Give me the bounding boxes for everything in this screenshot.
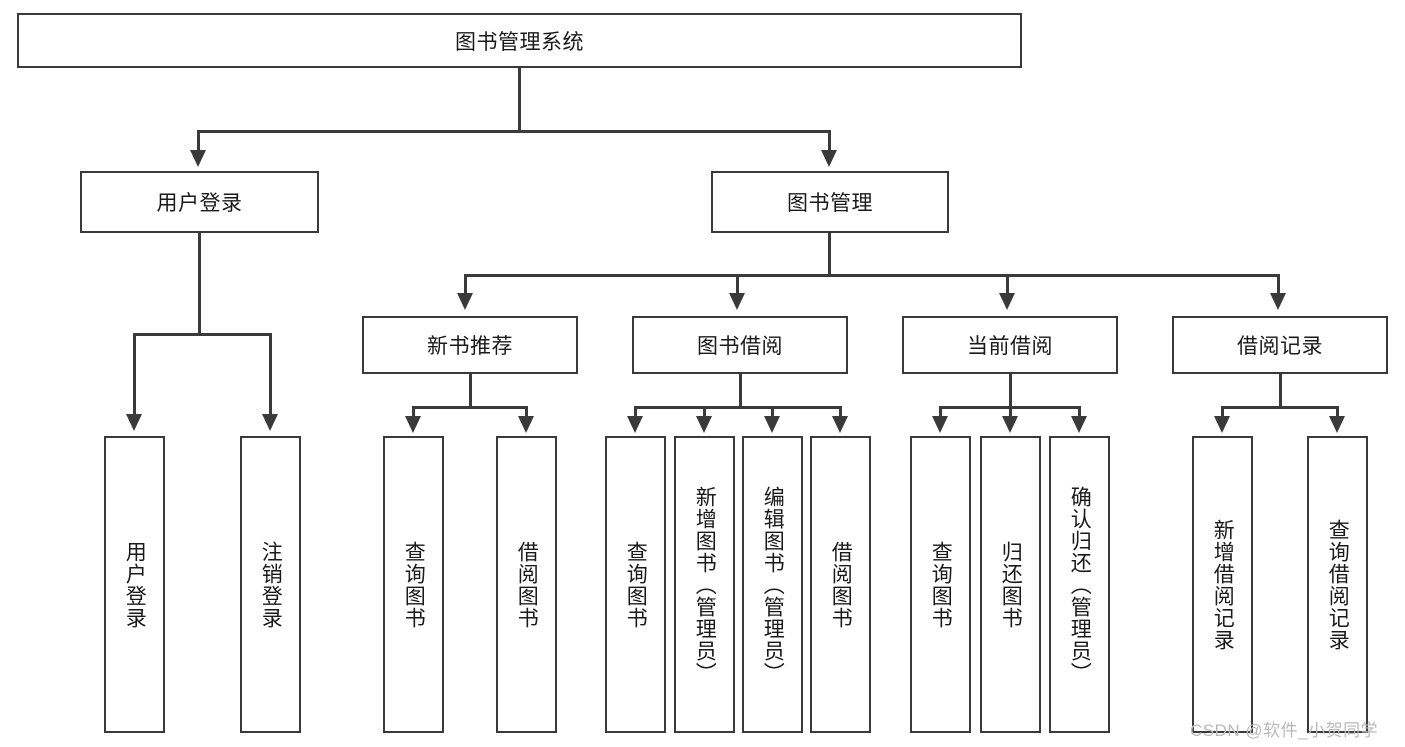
node-root-label: 图书管理系统 — [455, 30, 584, 54]
node-book-borrow-label: 图书借阅 — [697, 335, 783, 358]
connector-root-to-user-login — [197, 130, 200, 155]
connector-to-current-borrow — [1006, 274, 1009, 296]
node-leaf-query-borrow-record[interactable]: 查询借阅记录 — [1307, 436, 1368, 733]
connector-user-login-right — [269, 333, 272, 418]
arrowhead-leaf-query-book-1 — [405, 416, 421, 433]
connector-nbr-right — [525, 406, 528, 420]
node-leaf-edit-book-label: 编辑图书（管理员） — [761, 485, 785, 684]
connector-to-book-borrow — [736, 274, 739, 296]
connector-book-management-bar — [464, 274, 1280, 277]
node-leaf-user-login[interactable]: 用户登录 — [104, 436, 165, 733]
arrowhead-leaf-add-borrow-record — [1214, 416, 1230, 433]
node-leaf-borrow-book-2-label: 借阅图书 — [829, 540, 853, 629]
node-leaf-edit-book[interactable]: 编辑图书（管理员） — [742, 436, 803, 733]
node-leaf-logout-login[interactable]: 注销登录 — [240, 436, 301, 733]
connector-book-borrow-bar — [634, 406, 842, 409]
node-leaf-query-borrow-record-label: 查询借阅记录 — [1326, 518, 1350, 651]
connector-cb-1 — [939, 406, 942, 420]
node-leaf-query-book-2-label: 查询图书 — [624, 540, 648, 629]
connector-br-left — [1221, 406, 1224, 420]
node-leaf-confirm-return-label: 确认归还（管理员） — [1068, 485, 1092, 684]
node-leaf-query-book-3[interactable]: 查询图书 — [910, 436, 971, 733]
connector-bb-3 — [771, 406, 774, 420]
node-book-management[interactable]: 图书管理 — [711, 171, 949, 233]
connector-root-to-book-management — [828, 130, 831, 155]
connector-to-new-book-recommend — [464, 274, 467, 296]
arrowhead-new-book-recommend — [457, 293, 473, 310]
connector-new-book-recommend-bar — [412, 406, 528, 409]
arrowhead-leaf-query-book-2 — [627, 416, 643, 433]
node-leaf-query-book-1[interactable]: 查询图书 — [383, 436, 444, 733]
arrowhead-leaf-user-login — [126, 414, 142, 431]
node-borrow-record[interactable]: 借阅记录 — [1172, 316, 1388, 374]
connector-cb-3 — [1078, 406, 1081, 420]
node-leaf-return-book-label: 归还图书 — [999, 540, 1023, 629]
arrowhead-leaf-return-book — [1002, 416, 1018, 433]
node-current-borrow-label: 当前借阅 — [967, 335, 1053, 358]
connector-bb-4 — [839, 406, 842, 420]
arrowhead-leaf-add-book — [696, 416, 712, 433]
connector-user-login-stem — [198, 233, 201, 335]
connector-nbr-left — [412, 406, 415, 420]
arrowhead-leaf-edit-book — [764, 416, 780, 433]
node-leaf-add-borrow-record[interactable]: 新增借阅记录 — [1192, 436, 1253, 733]
connector-borrow-record-bar — [1221, 406, 1339, 409]
watermark-text: CSDN @软件_小贺同学 — [1190, 721, 1379, 740]
node-book-borrow[interactable]: 图书借阅 — [632, 316, 848, 374]
arrowhead-borrow-record — [1270, 293, 1286, 310]
node-leaf-add-book-label: 新增图书（管理员） — [693, 485, 717, 684]
connector-bb-2 — [703, 406, 706, 420]
node-root[interactable]: 图书管理系统 — [17, 13, 1022, 68]
arrowhead-leaf-query-book-3 — [932, 416, 948, 433]
node-user-login[interactable]: 用户登录 — [80, 171, 319, 233]
node-user-login-label: 用户登录 — [156, 192, 243, 215]
node-leaf-query-book-2[interactable]: 查询图书 — [605, 436, 666, 733]
node-leaf-borrow-book-1[interactable]: 借阅图书 — [496, 436, 557, 733]
node-new-book-recommend-label: 新书推荐 — [427, 335, 513, 358]
node-leaf-logout-login-label: 注销登录 — [259, 540, 283, 629]
node-new-book-recommend[interactable]: 新书推荐 — [362, 316, 578, 374]
node-book-management-label: 图书管理 — [787, 192, 873, 215]
node-leaf-user-login-label: 用户登录 — [123, 540, 147, 629]
connector-bb-1 — [634, 406, 637, 420]
node-leaf-add-book[interactable]: 新增图书（管理员） — [674, 436, 735, 733]
node-current-borrow[interactable]: 当前借阅 — [902, 316, 1118, 374]
connector-book-management-stem — [828, 233, 831, 276]
connector-root-stem — [518, 68, 521, 132]
connector-user-login-bar — [133, 333, 272, 336]
connector-borrow-record-stem — [1279, 374, 1282, 408]
connector-br-right — [1336, 406, 1339, 420]
arrowhead-book-management — [821, 150, 837, 167]
arrowhead-leaf-confirm-return — [1071, 416, 1087, 433]
connector-book-borrow-stem — [739, 374, 742, 408]
connector-current-borrow-stem — [1009, 374, 1012, 408]
connector-cb-2 — [1009, 406, 1012, 420]
node-leaf-add-borrow-record-label: 新增借阅记录 — [1211, 518, 1235, 651]
arrowhead-user-login — [190, 150, 206, 167]
arrowhead-leaf-query-borrow-record — [1329, 416, 1345, 433]
arrowhead-current-borrow — [999, 293, 1015, 310]
node-leaf-borrow-book-2[interactable]: 借阅图书 — [810, 436, 871, 733]
arrowhead-leaf-borrow-book-2 — [832, 416, 848, 433]
node-leaf-confirm-return[interactable]: 确认归还（管理员） — [1049, 436, 1110, 733]
arrowhead-leaf-borrow-book-1 — [518, 416, 534, 433]
connector-to-borrow-record — [1277, 274, 1280, 296]
arrowhead-leaf-logout-login — [262, 414, 278, 431]
connector-root-bar — [197, 130, 831, 133]
arrowhead-book-borrow — [729, 293, 745, 310]
node-borrow-record-label: 借阅记录 — [1237, 335, 1323, 358]
node-leaf-return-book[interactable]: 归还图书 — [980, 436, 1041, 733]
node-leaf-query-book-3-label: 查询图书 — [929, 540, 953, 629]
connector-new-book-recommend-stem — [469, 374, 472, 408]
connector-user-login-left — [133, 333, 136, 418]
node-leaf-borrow-book-1-label: 借阅图书 — [515, 540, 539, 629]
node-leaf-query-book-1-label: 查询图书 — [402, 540, 426, 629]
